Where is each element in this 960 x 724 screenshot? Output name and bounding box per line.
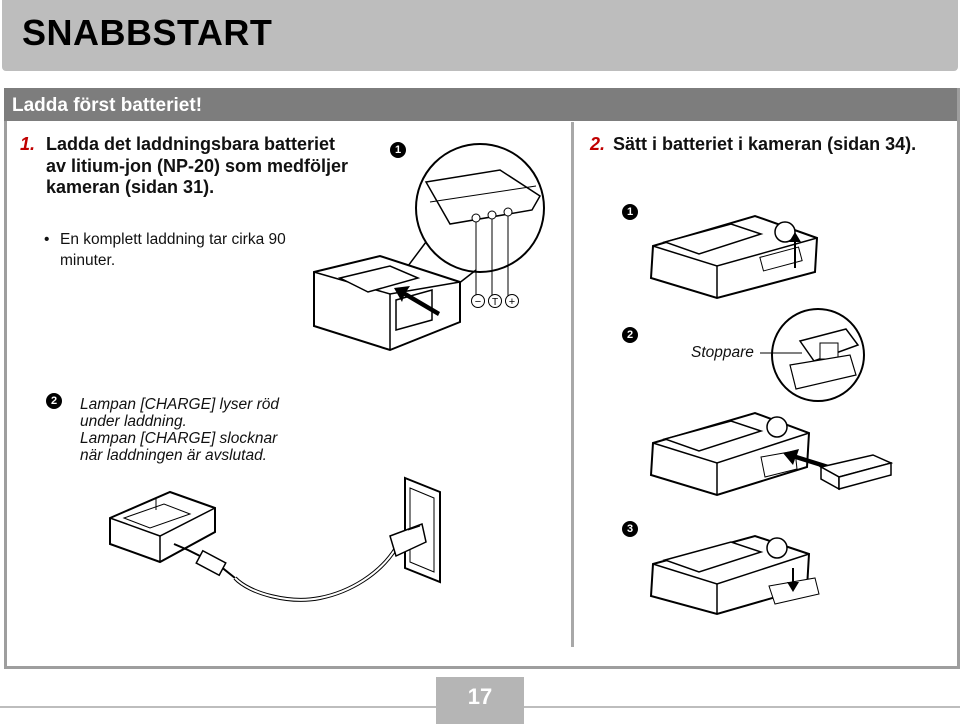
note-line-1: Lampan [CHARGE] lyser röd bbox=[80, 396, 279, 413]
symbol-t: T bbox=[492, 297, 498, 308]
charger-outlet-illustration bbox=[109, 476, 441, 602]
symbol-plus: + bbox=[509, 296, 515, 308]
symbol-minus: − bbox=[475, 296, 481, 308]
section-bar bbox=[4, 88, 957, 121]
note-line-4: när laddningen är avslutad. bbox=[80, 447, 267, 464]
note-line-3: Lampan [CHARGE] slocknar bbox=[80, 430, 278, 447]
marker-1-camera: 1 bbox=[622, 204, 638, 220]
step-2-text: Sätt i batteriet i kameran (sidan 34). bbox=[613, 134, 917, 154]
step-1-number: 1. bbox=[20, 134, 36, 154]
page-title: SNABBSTART bbox=[22, 12, 273, 53]
stopper-magnifier bbox=[760, 308, 865, 402]
camera-illustration-2 bbox=[649, 411, 894, 497]
charge-lamp-note: Lampan [CHARGE] lyser röd under laddning… bbox=[80, 396, 340, 464]
marker-1-charger: 1 bbox=[390, 142, 406, 158]
charger-illustration bbox=[313, 143, 545, 352]
bullet-text: En komplett laddning tar cirka 90 minute… bbox=[60, 231, 286, 269]
stopper-label: Stoppare bbox=[691, 344, 754, 361]
page-number-box bbox=[436, 677, 524, 724]
header-bar bbox=[2, 0, 958, 71]
camera-illustration-3 bbox=[649, 534, 820, 616]
page-header: SNABBSTART bbox=[0, 0, 960, 80]
bullet-dot: • bbox=[44, 231, 50, 248]
marker-3-camera: 3 bbox=[622, 521, 638, 537]
step-2: 2. Sätt i batteriet i kameran (sidan 34). bbox=[590, 134, 950, 155]
camera-illustration-1 bbox=[649, 214, 819, 300]
note-line-2: under laddning. bbox=[80, 413, 187, 430]
section-title: Ladda först batteriet! bbox=[12, 95, 203, 116]
column-divider bbox=[571, 122, 574, 647]
marker-2-charger: 2 bbox=[46, 393, 62, 409]
step-2-number: 2. bbox=[590, 134, 606, 154]
terminal-symbols: − T + bbox=[471, 294, 519, 308]
step-1-text: Ladda det laddningsbara batteriet av lit… bbox=[46, 134, 349, 197]
marker-2-camera: 2 bbox=[622, 327, 638, 343]
page-number: 17 bbox=[467, 684, 493, 709]
